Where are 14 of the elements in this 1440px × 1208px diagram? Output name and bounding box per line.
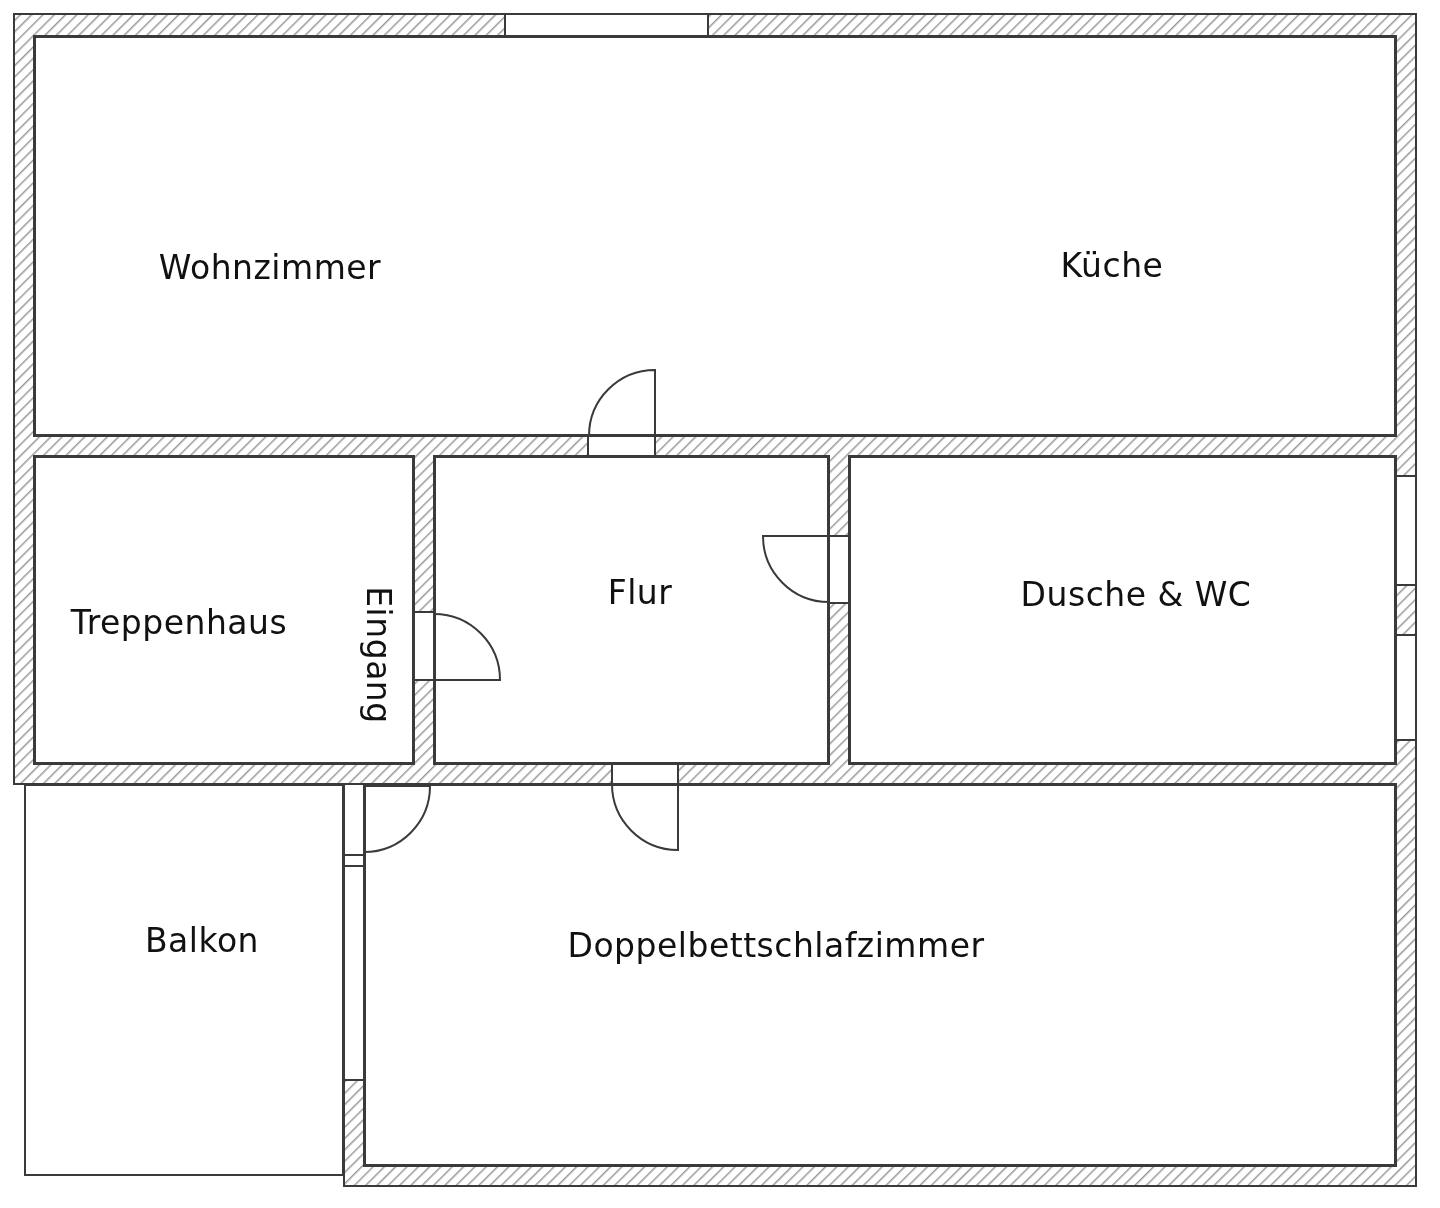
room-name: Doppelbettschlafzimmer	[567, 925, 985, 965]
room-outline	[434, 456, 829, 764]
room-outline	[34, 456, 414, 764]
room-outline	[849, 456, 1396, 764]
room-name: Treppenhaus	[70, 602, 288, 642]
room-name: Balkon	[144, 920, 260, 960]
room-outline	[24, 784, 344, 1176]
room-outline	[364, 784, 1396, 1166]
room-name: Dusche & WC	[1020, 574, 1252, 614]
room-name: Flur	[607, 572, 673, 612]
room-outline	[34, 36, 1396, 436]
room-name: Wohnzimmer	[158, 247, 382, 287]
entrance-label: Eingang	[358, 586, 398, 724]
room-name: Küche	[1060, 245, 1164, 285]
